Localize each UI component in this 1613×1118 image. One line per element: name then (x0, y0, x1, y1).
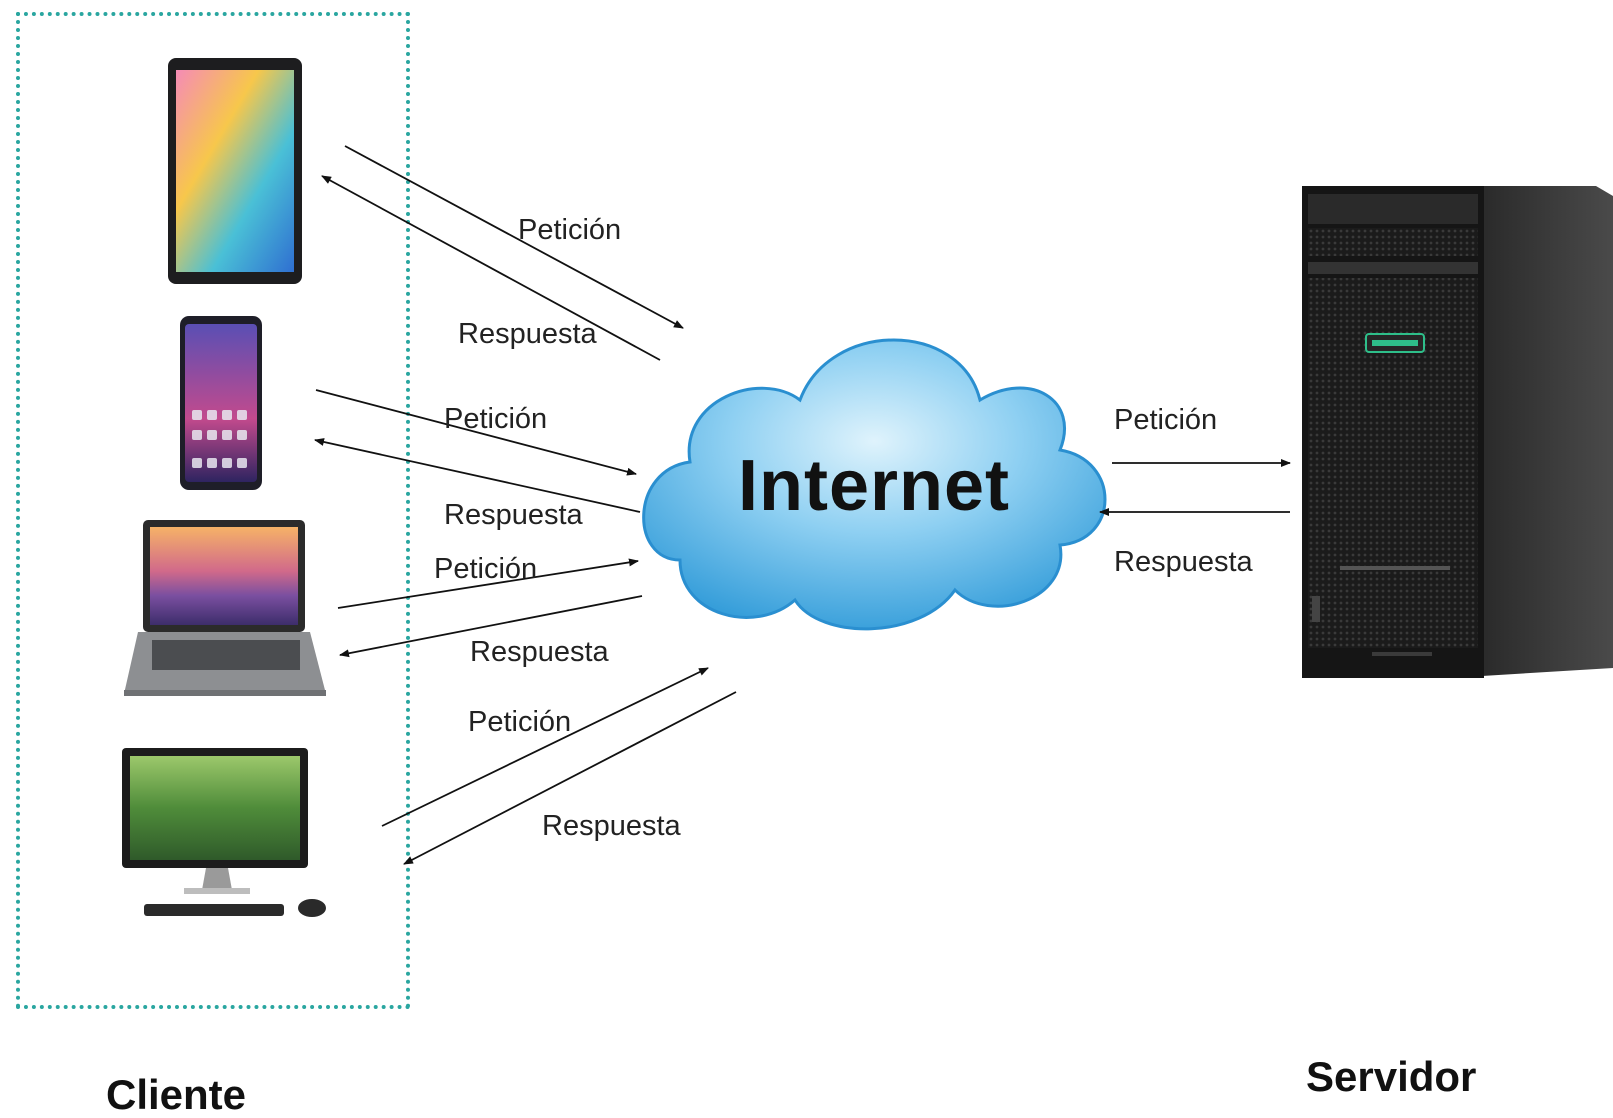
laptop-request-arrow (337, 558, 639, 609)
laptop-response-arrow (339, 595, 643, 658)
tablet-request-arrow (344, 145, 684, 329)
tablet-response-label: Respuesta (458, 318, 597, 350)
client-group-border (16, 12, 410, 1009)
phone-request-arrow (315, 389, 637, 476)
desktop-request-label: Petición (468, 706, 572, 738)
tablet-response-arrow (321, 175, 661, 361)
internet-label: Internet (738, 446, 1011, 526)
server-tower-icon (1302, 186, 1613, 678)
desktop-computer-icon (122, 748, 326, 917)
server-label: Servidor (1306, 1053, 1477, 1100)
desktop-response-label: Respuesta (542, 810, 681, 842)
phone-response-arrow (314, 438, 641, 513)
desktop-response-arrow (403, 691, 737, 865)
server-request-label: Petición (1114, 404, 1218, 436)
tablet-icon (168, 58, 302, 284)
laptop-icon (124, 520, 326, 696)
client-label: Cliente (106, 1071, 247, 1118)
server-response-label: Respuesta (1114, 546, 1253, 578)
internet-cloud (642, 338, 1107, 631)
phone-response-label: Respuesta (444, 499, 583, 531)
phone-request-label: Petición (444, 403, 548, 435)
laptop-response-label: Respuesta (470, 636, 609, 668)
smartphone-icon (180, 316, 262, 490)
desktop-request-arrow (381, 667, 709, 827)
laptop-request-label: Petición (434, 553, 538, 585)
tablet-request-label: Petición (518, 214, 622, 246)
